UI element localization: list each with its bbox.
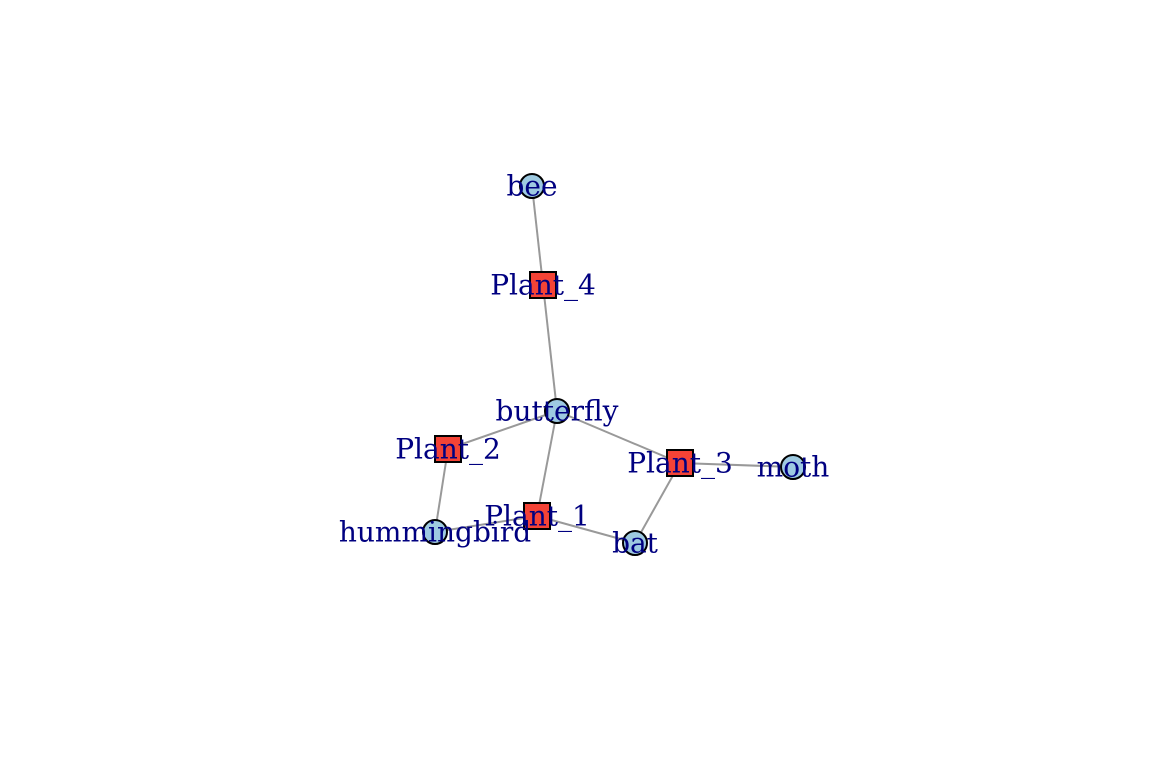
node-label-hummingbird: hummingbird xyxy=(339,516,531,549)
node-label-plant2: Plant_2 xyxy=(395,433,501,466)
node-bee xyxy=(519,173,545,199)
edge-butterfly-plant3 xyxy=(556,410,681,464)
nodes-layer xyxy=(422,173,806,556)
node-label-moth: moth xyxy=(757,451,830,484)
node-label-plant1: Plant_1 xyxy=(484,500,590,533)
edge-butterfly-plant2 xyxy=(447,410,558,450)
edge-plant4-butterfly xyxy=(542,284,558,412)
edge-butterfly-plant1 xyxy=(536,410,558,517)
node-plant3 xyxy=(666,449,694,477)
edge-hummingbird-plant1 xyxy=(434,515,538,533)
node-label-plant4: Plant_4 xyxy=(490,269,596,302)
node-label-bee: bee xyxy=(506,170,557,203)
node-hummingbird xyxy=(422,519,448,545)
node-bat xyxy=(622,530,648,556)
node-label-bat: bat xyxy=(612,527,659,560)
edges-layer xyxy=(434,185,794,544)
node-plant4 xyxy=(529,271,557,299)
edge-bee-plant4 xyxy=(531,185,544,286)
edge-plant3-moth xyxy=(679,462,794,468)
node-plant1 xyxy=(523,502,551,530)
node-label-plant3: Plant_3 xyxy=(627,447,733,480)
edge-plant1-bat xyxy=(536,515,636,544)
node-moth xyxy=(780,454,806,480)
node-butterfly xyxy=(544,398,570,424)
node-plant2 xyxy=(434,435,462,463)
node-label-butterfly: butterfly xyxy=(496,395,619,428)
